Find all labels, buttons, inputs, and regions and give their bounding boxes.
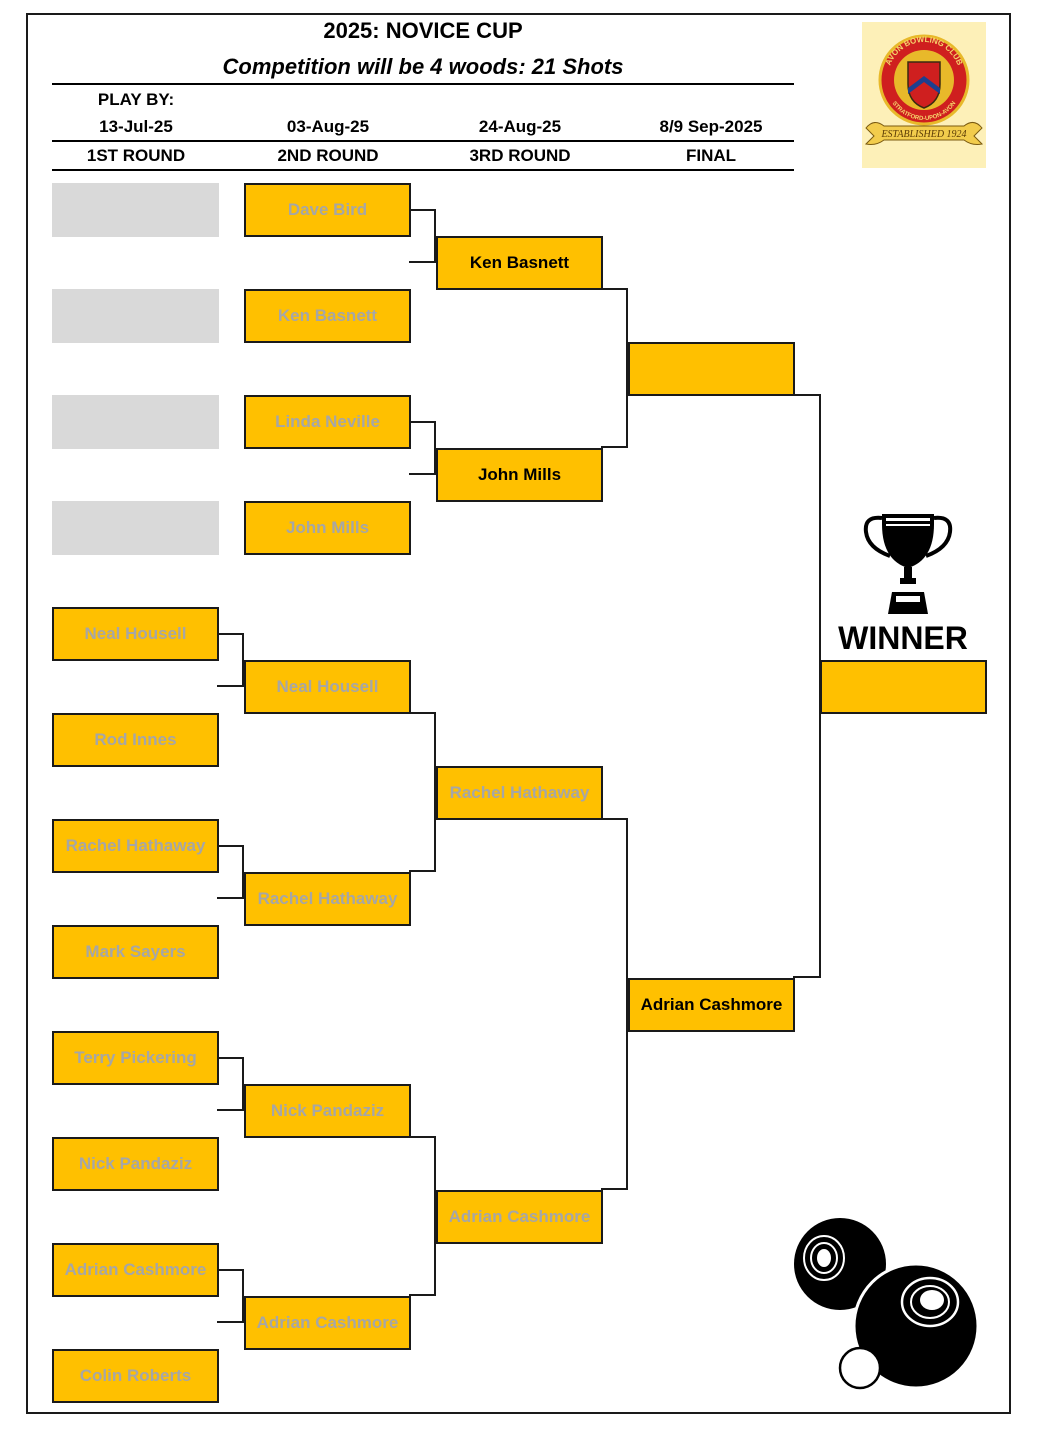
r3-player-box: Ken Basnett (436, 236, 603, 290)
r2-player-box: John Mills (244, 501, 411, 555)
round3-date: 24-Aug-25 (478, 117, 562, 136)
connector-r2-1 (409, 209, 436, 263)
r2-player-box: Adrian Cashmore (244, 1296, 411, 1350)
connector-r1-2 (217, 845, 244, 899)
r1-player-box: Terry Pickering (52, 1031, 219, 1085)
header-divider (52, 140, 794, 142)
r1-player-box: Rod Innes (52, 713, 219, 767)
final-header: FINAL (685, 146, 737, 165)
r3-player-box: John Mills (436, 448, 603, 502)
round1-date: 13-Jul-25 (99, 117, 173, 136)
r2-player-box: Linda Neville (244, 395, 411, 449)
connector-r2-4 (409, 1136, 436, 1296)
r3-player-box: Adrian Cashmore (436, 1190, 603, 1244)
club-crest-logo: AVON BOWLING CLUB STRATFORD-UPON-AVON ES… (864, 34, 984, 145)
r2-player-box: Nick Pandaziz (244, 1084, 411, 1138)
r2-player-box: Dave Bird (244, 183, 411, 237)
r1-player-box: Adrian Cashmore (52, 1243, 219, 1297)
round2-header: 2ND ROUND (277, 146, 379, 165)
connector-r3-1 (601, 288, 628, 448)
header-bottom-divider (52, 169, 794, 171)
play-by-label: PLAY BY: (97, 90, 175, 109)
r1-player-box: Nick Pandaziz (52, 1137, 219, 1191)
page-title: 2025: NOVICE CUP (323, 18, 523, 43)
r1-player-box: Rachel Hathaway (52, 819, 219, 873)
r2-player-box: Ken Basnett (244, 289, 411, 343)
connector-r2-2 (409, 421, 436, 475)
page-frame (26, 13, 1011, 1414)
r1-bye-slot (52, 183, 219, 237)
winner-label: WINNER (838, 620, 968, 656)
r3-player-box: Rachel Hathaway (436, 766, 603, 820)
winner-box (820, 660, 987, 714)
trophy-icon (863, 514, 953, 614)
final-player-box: Adrian Cashmore (628, 978, 795, 1032)
svg-text:ESTABLISHED 1924: ESTABLISHED 1924 (880, 129, 966, 140)
round2-date: 03-Aug-25 (286, 117, 370, 136)
final-date: 8/9 Sep-2025 (659, 117, 763, 136)
connector-r1-3 (217, 1057, 244, 1111)
final-player-box (628, 342, 795, 396)
connector-r1-1 (217, 633, 244, 687)
r1-player-box: Mark Sayers (52, 925, 219, 979)
connector-r3-2 (601, 818, 628, 1190)
r1-player-box: Neal Housell (52, 607, 219, 661)
r1-bye-slot (52, 289, 219, 343)
r1-bye-slot (52, 395, 219, 449)
r2-player-box: Neal Housell (244, 660, 411, 714)
round1-header: 1ST ROUND (86, 146, 186, 165)
r1-bye-slot (52, 501, 219, 555)
connector-r2-3 (409, 712, 436, 872)
connector-r1-4 (217, 1269, 244, 1323)
round3-header: 3RD ROUND (469, 146, 571, 165)
r1-player-box: Colin Roberts (52, 1349, 219, 1403)
page-subtitle: Competition will be 4 woods: 21 Shots (222, 54, 624, 79)
r2-player-box: Rachel Hathaway (244, 872, 411, 926)
bowls-icon (794, 1218, 980, 1390)
title-divider (52, 83, 794, 85)
connector-final (793, 394, 821, 978)
